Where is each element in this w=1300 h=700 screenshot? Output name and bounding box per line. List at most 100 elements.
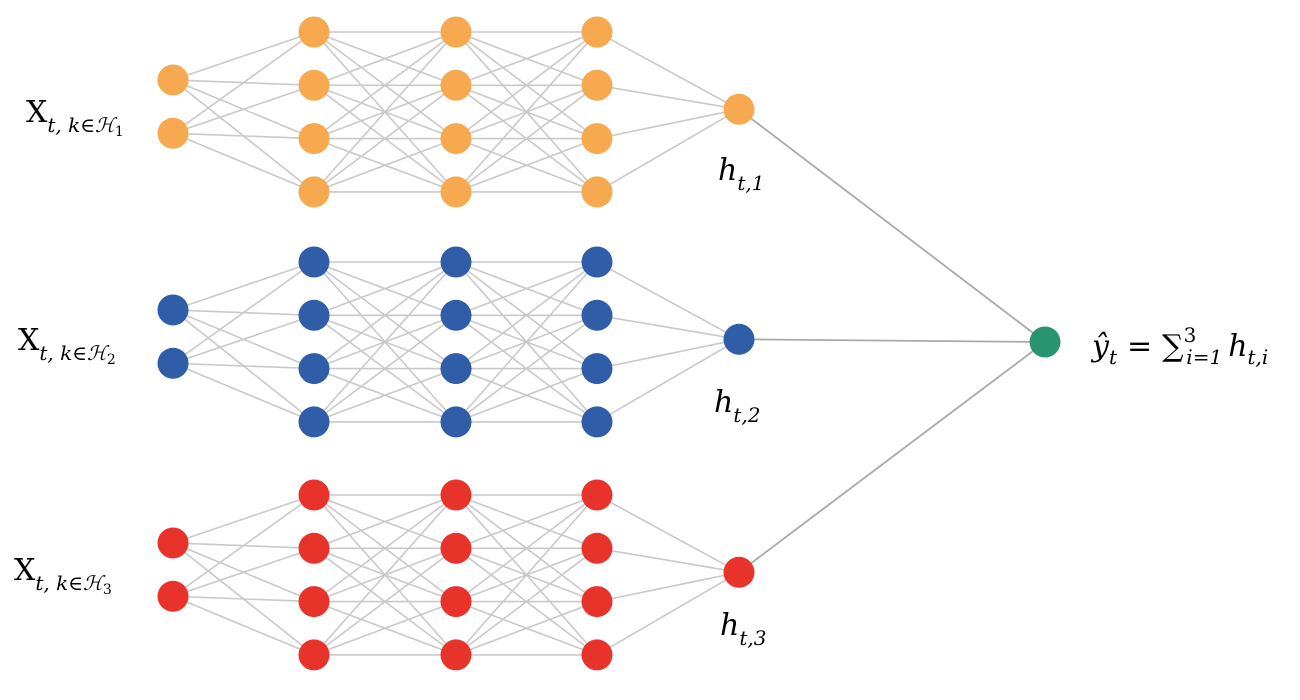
edge	[172, 595, 315, 603]
neuron-3-1-0	[298, 479, 330, 511]
neuron-1-0-0	[157, 64, 189, 96]
input-label-2: Xt, k∈ℋ2	[18, 323, 116, 368]
edge	[313, 600, 457, 656]
edge	[455, 314, 598, 423]
hidden-output-node-3	[723, 556, 755, 588]
neuron-1-1-1	[298, 69, 330, 101]
edge	[172, 547, 315, 598]
edge	[313, 31, 457, 193]
neuron-1-1-2	[298, 123, 330, 155]
hidden-output-label-3: ht,3	[720, 608, 766, 650]
edge	[596, 338, 740, 423]
edge	[172, 31, 315, 81]
neuron-3-1-1	[298, 532, 330, 564]
neuron-2-1-0	[298, 246, 330, 278]
neuron-3-0-1	[157, 580, 189, 612]
edge	[455, 84, 598, 193]
edge-to-output-2	[738, 338, 1046, 343]
edge	[313, 261, 457, 317]
neuron-1-3-3	[581, 176, 613, 208]
edge	[172, 132, 315, 193]
hidden-output-node-2	[723, 323, 755, 355]
edge	[596, 314, 740, 341]
edge	[455, 261, 598, 423]
neuron-2-3-2	[581, 353, 613, 385]
edge	[172, 595, 315, 656]
script-h-3: ℋ	[83, 571, 106, 595]
input-label-3: Xt, k∈ℋ3	[14, 553, 112, 598]
neuron-3-3-3	[581, 639, 613, 671]
neuron-2-3-0	[581, 246, 613, 278]
neuron-2-2-1	[440, 299, 472, 331]
edge	[313, 494, 457, 550]
neuron-1-2-3	[440, 176, 472, 208]
neuron-1-2-1	[440, 69, 472, 101]
neuron-3-2-0	[440, 479, 472, 511]
neuron-1-3-1	[581, 69, 613, 101]
edge	[313, 494, 457, 603]
edge	[172, 362, 315, 370]
neuron-1-0-1	[157, 117, 189, 149]
edge	[313, 367, 457, 423]
edge	[313, 494, 457, 656]
edge	[596, 84, 740, 111]
neuron-2-2-0	[440, 246, 472, 278]
edge	[596, 31, 740, 110]
edges-layer	[172, 31, 1046, 656]
edge	[313, 314, 457, 423]
edge	[313, 84, 457, 193]
edge	[172, 84, 315, 135]
edge	[172, 261, 315, 311]
edge	[596, 571, 740, 603]
neuron-3-3-0	[581, 479, 613, 511]
edge-to-output-3	[738, 341, 1046, 574]
edge	[172, 132, 315, 140]
hidden-output-label-1: ht,1	[718, 153, 764, 195]
neuron-2-1-1	[298, 299, 330, 331]
edge	[455, 261, 598, 317]
edge	[313, 31, 457, 140]
edge	[596, 494, 740, 573]
edge	[455, 600, 598, 656]
edge	[455, 367, 598, 423]
neuron-2-2-3	[440, 406, 472, 438]
neuron-1-3-2	[581, 123, 613, 155]
edge	[596, 547, 740, 574]
neuron-3-1-3	[298, 639, 330, 671]
hidden-output-node-1	[723, 93, 755, 125]
edge	[172, 261, 315, 364]
edge-to-output-1	[738, 108, 1046, 343]
edge	[596, 571, 740, 656]
edge	[172, 31, 315, 134]
neuron-1-1-0	[298, 16, 330, 48]
edge	[596, 108, 740, 193]
edge	[596, 261, 740, 340]
edge	[455, 31, 598, 140]
input-label-1: Xt, k∈ℋ1	[26, 95, 124, 140]
edge	[313, 137, 457, 193]
neuron-2-1-3	[298, 406, 330, 438]
neuron-1-2-0	[440, 16, 472, 48]
edge	[455, 547, 598, 656]
neuron-3-3-1	[581, 532, 613, 564]
edge	[455, 494, 598, 550]
neuron-3-2-2	[440, 586, 472, 618]
neuron-3-2-3	[440, 639, 472, 671]
edge	[596, 108, 740, 140]
edge	[172, 494, 315, 544]
neuron-3-3-2	[581, 586, 613, 618]
edge	[455, 31, 598, 87]
edge	[596, 338, 740, 370]
neuron-3-2-1	[440, 532, 472, 564]
edge	[455, 31, 598, 193]
script-h-1: ℋ	[95, 113, 118, 137]
neuron-3-1-2	[298, 586, 330, 618]
edge	[172, 494, 315, 597]
edge	[455, 494, 598, 603]
neuron-1-1-3	[298, 176, 330, 208]
edge	[313, 261, 457, 423]
nodes-layer	[157, 16, 1061, 671]
final-output-node	[1029, 326, 1061, 358]
